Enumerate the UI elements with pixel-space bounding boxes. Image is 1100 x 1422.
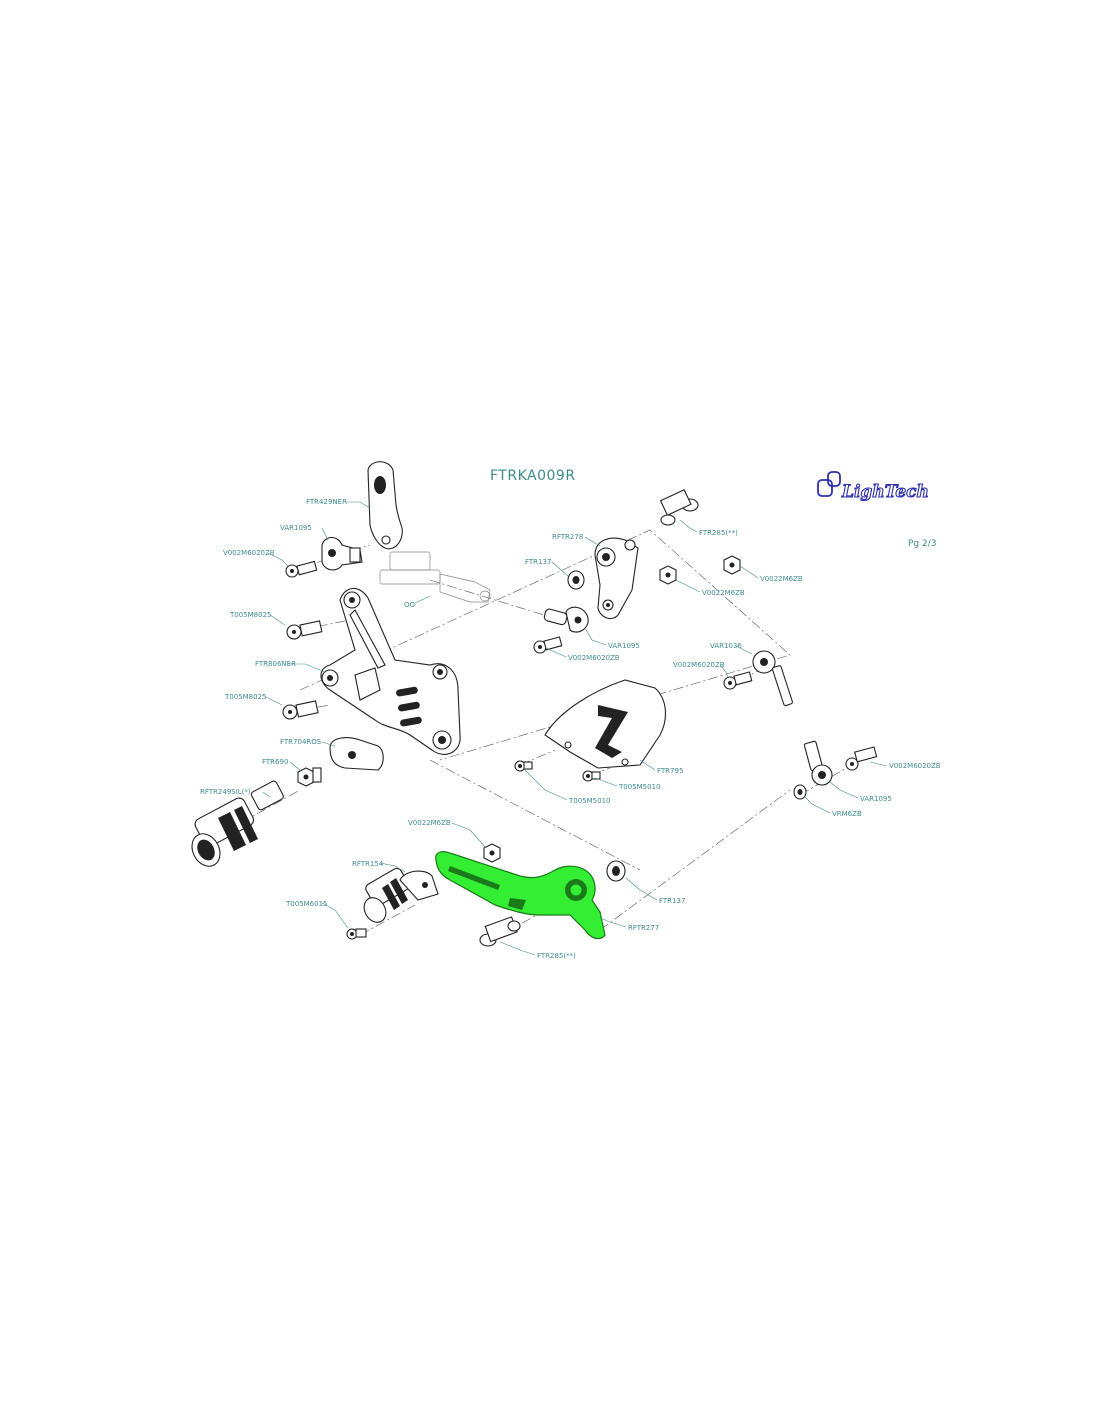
part-ftr806ner [320,587,461,755]
label-var1095-mid: VAR1095 [608,642,640,650]
label-v002m6020zb-mid: V002M6020ZB [568,654,620,662]
part-rftr278 [594,537,639,620]
label-v0022m6zb-low: V0022M6ZB [408,819,451,827]
part-ftr795 [544,679,666,769]
part-var1095-mid [543,606,589,633]
label-rftr154: RFTR154 [352,860,384,868]
label-t005m6015: T005M6015 [285,900,328,908]
label-rftr249sil: RFTR249SIL(*) [200,788,251,796]
label-var1095-top: VAR1095 [280,524,312,532]
part-v0022m6zb-low [483,843,501,863]
part-var1095-right [803,740,833,786]
part-rftr277-highlighted [435,851,606,940]
label-ftr285-low: FTR285(**) [537,952,576,960]
master-cylinder-ghost [379,551,491,603]
label-ftr690: FTR690 [262,758,288,766]
part-v0022m6zb-mid [659,565,677,585]
label-ftr285-top: FTR285(**) [699,529,738,537]
label-ftr429ner: FTR429NER [306,498,347,506]
part-labels: FTR429NER VAR1095 V002M6020ZB T005M8025 … [200,498,941,960]
label-ftr704ros: FTR704ROS [280,738,322,746]
lightech-logo: LighTech [817,471,929,503]
bolt-v002m6020zb-top [285,560,318,578]
label-var1036: VAR1036 [710,642,742,650]
label-ftr137-top: FTR137 [525,558,551,566]
label-v0022m6zb-right: V0022M6ZB [760,575,803,583]
part-ftr137-low [606,860,626,882]
part-var1095-top [321,536,363,571]
part-ftr690 [297,767,322,787]
label-t005m8025-mid: T005M8025 [224,693,267,701]
part-v0022m6zb-right [723,555,741,575]
part-vrm6zb [793,784,807,800]
label-t005m5010-b: T005M5010 [618,783,661,791]
label-rftr277: RFTR277 [628,924,659,932]
bolt-v002m6020zb-far [845,746,878,771]
part-ftr137-top [567,570,585,590]
label-oo: OO [404,601,416,609]
label-vrm6zb: VRM6ZB [832,810,862,818]
screw-t005m5010-a [514,760,533,772]
part-ftr285-top [659,489,699,526]
label-ftr137-low: FTR137 [659,897,685,905]
label-v002m6020zb-right: V002M6020ZB [673,661,725,669]
part-ftr704ros [329,737,384,771]
bolt-t005m8025-top [286,620,323,640]
label-t005m8025-top: T005M8025 [229,611,272,619]
part-ftr285-low [479,916,521,947]
label-ftr795: FTR795 [657,767,683,775]
label-rftr278: RFTR278 [552,533,583,541]
label-t005m5010-a: T005M5010 [568,797,611,805]
leader-lines [262,501,888,956]
label-v0022m6zb-mid: V0022M6ZB [702,589,745,597]
part-rftr154 [363,867,439,923]
drawing-title: FTRKA009R [490,468,576,484]
label-var1095-right: VAR1095 [860,795,892,803]
page-number: Pg 2/3 [908,539,937,549]
logo-text: LighTech [841,482,929,502]
bolt-v002m6020zb-right [723,671,753,690]
label-ftr806ner: FTR806NER [255,660,296,668]
screw-t005m5010-b [582,770,601,782]
label-v002m6020zb-far: V002M6020ZB [889,762,941,770]
bolt-t005m8025-mid [282,700,319,720]
label-v002m6020zb-top: V002M6020ZB [223,549,275,557]
part-var1036 [752,650,793,707]
screw-t005m6015 [346,928,367,940]
bolt-v002m6020zb-mid [533,636,563,654]
part-ftr429ner [367,461,403,550]
